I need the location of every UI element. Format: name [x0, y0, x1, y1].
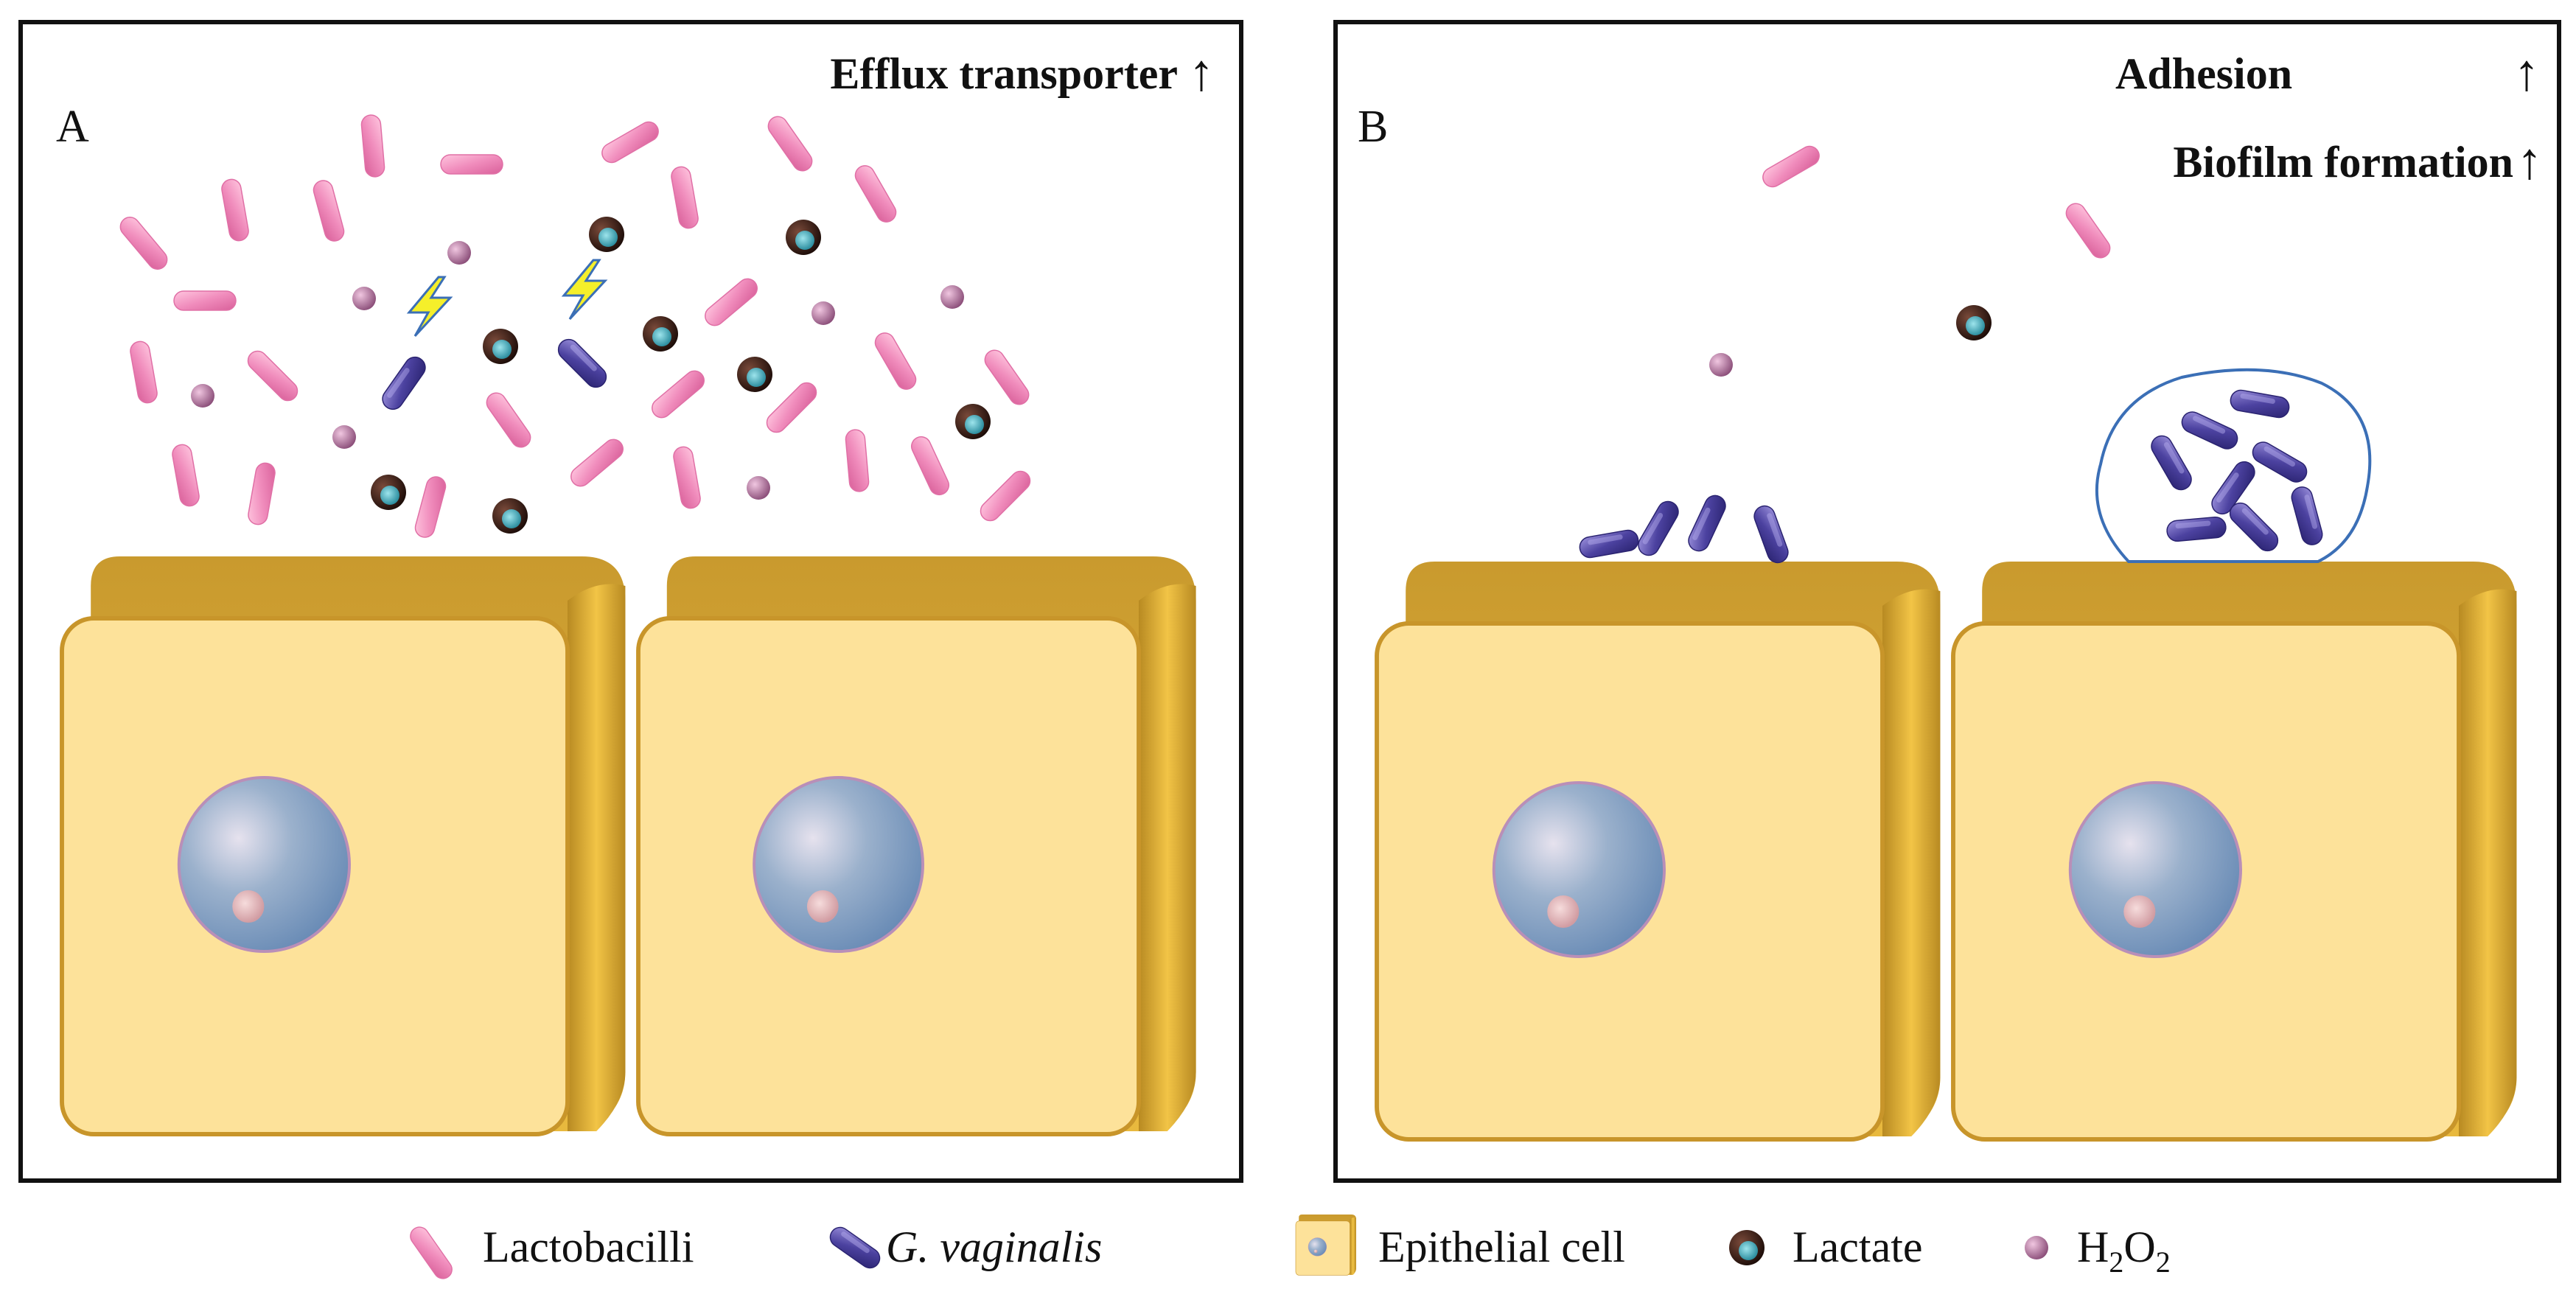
biofilm-formation-label: Biofilm formation — [2173, 138, 2513, 186]
epithelial-cell-b-right — [1953, 562, 2516, 1139]
legend-lactobacilli: Lactobacilli — [406, 1223, 694, 1283]
lactobacilli-legend-icon — [406, 1223, 456, 1283]
adhesion-up-arrow: ↑ — [2514, 45, 2540, 102]
biofilm — [2095, 368, 2372, 563]
legend-lactate-label: Lactate — [1793, 1223, 1923, 1271]
h2o2-b — [1709, 353, 1733, 377]
panel-a-label: A — [56, 102, 89, 152]
legend-lactobacilli-label: Lactobacilli — [483, 1223, 694, 1271]
efflux-transporter-label: Efflux transporter — [830, 49, 1178, 98]
lactate-b — [1956, 305, 1992, 340]
epithelial-cell-legend-icon — [1295, 1214, 1357, 1276]
legend-g-vaginalis-label: G. vaginalis — [886, 1223, 1102, 1271]
biofilm-up-arrow: ↑ — [2517, 133, 2543, 190]
lactate-legend-icon — [1729, 1230, 1765, 1265]
legend-g-vaginalis: G. vaginalis — [825, 1223, 1102, 1273]
g-vaginalis-legend-icon — [825, 1223, 884, 1273]
epithelial-cell-a-left — [62, 556, 625, 1134]
epithelial-cell-a-right — [638, 556, 1196, 1134]
epithelial-cell-b-left — [1377, 562, 1940, 1139]
panel-a: A Efflux transporter ↑ — [18, 20, 1243, 1183]
legend-epithelial-cell: Epithelial cell — [1295, 1214, 1625, 1276]
legend-h2o2: H2O2 — [2025, 1223, 2171, 1279]
panel-b: B Adhesion ↑ Biofilm formation ↑ — [1333, 20, 2561, 1183]
panel-b-label: B — [1358, 102, 1388, 152]
legend-lactate: Lactate — [1729, 1223, 1923, 1271]
legend-epithelial-cell-label: Epithelial cell — [1378, 1223, 1625, 1271]
legend: Lactobacilli G. vaginalis Epithelial cel… — [406, 1214, 2171, 1283]
h2o2-legend-icon — [2025, 1236, 2048, 1259]
adhesion-label: Adhesion — [2115, 49, 2292, 98]
efflux-up-arrow: ↑ — [1189, 45, 1215, 102]
legend-h2o2-label: H2O2 — [2077, 1223, 2171, 1279]
